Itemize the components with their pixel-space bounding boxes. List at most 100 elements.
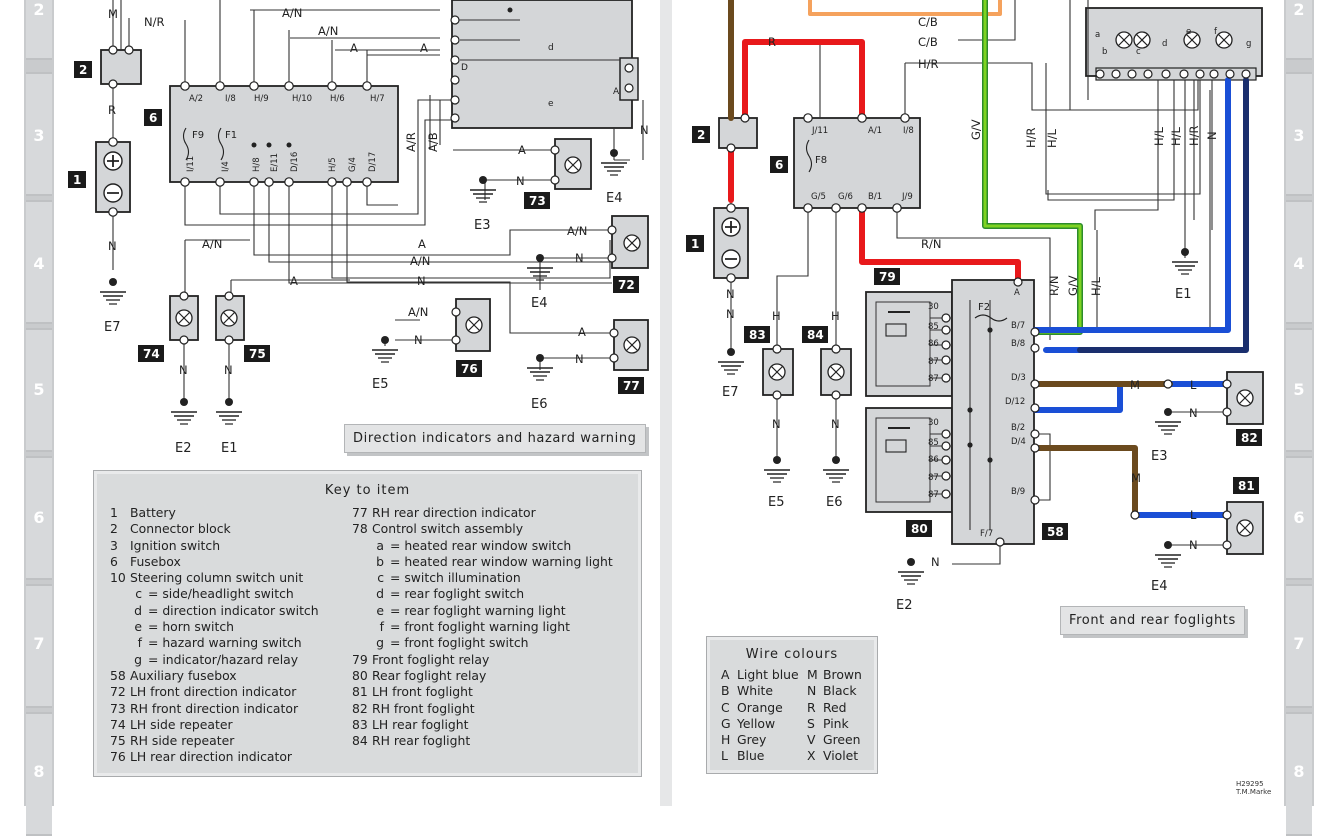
wire-label: N <box>575 251 584 265</box>
switch-letter: b <box>1102 47 1107 57</box>
component-tag: 73 <box>529 194 546 208</box>
wire-label: N <box>179 363 188 377</box>
component-tag: 79 <box>879 270 896 284</box>
wire-label: A/N <box>318 24 338 38</box>
drawing-code: H29295 <box>1236 780 1264 788</box>
key-item-number: 81 <box>352 684 368 700</box>
wire-label: A <box>290 274 298 288</box>
wire-label: A <box>518 143 526 157</box>
row-number: 8 <box>1293 762 1305 781</box>
earth-label: E4 <box>1151 579 1168 594</box>
switch-label: d <box>548 43 554 53</box>
key-item-number: e <box>376 602 384 618</box>
key-item-number: 79 <box>352 651 368 667</box>
wire-colour-code: V <box>807 732 816 748</box>
key-item-text: LH front foglight <box>372 684 473 700</box>
component-tag: 76 <box>461 362 478 376</box>
key-item: f = hazard warning switch <box>110 635 319 651</box>
wire-label: N <box>1189 538 1198 552</box>
key-item-text: = front foglight switch <box>390 635 529 651</box>
row-number: 3 <box>1293 126 1305 145</box>
key-item: a= heated rear window switch <box>352 538 613 554</box>
key-item-number: f <box>137 635 142 651</box>
component-tag: 58 <box>1047 525 1064 539</box>
wire-label: R/N <box>921 237 941 251</box>
wire-label: L <box>1190 378 1197 392</box>
wire-label: N <box>1205 131 1219 140</box>
row-number: 4 <box>1293 254 1305 273</box>
wire-label: A/B <box>426 132 440 152</box>
relay-pin: 87 <box>928 473 939 483</box>
key-item-text: RH rear foglight <box>372 733 471 749</box>
key-item: e= horn switch <box>110 619 319 635</box>
pin-label: B/9 <box>1011 487 1025 497</box>
key-item-text: Fusebox <box>130 553 181 569</box>
fuse-label: F2 <box>978 302 990 313</box>
pin-label: I/8 <box>225 94 236 104</box>
pin-label: I/4 <box>221 161 231 172</box>
wire-label: N <box>726 307 735 321</box>
wire-label: M <box>108 7 118 21</box>
earth-label: E3 <box>474 218 491 233</box>
key-item-number: 72 <box>110 684 126 700</box>
wire-label: C/B <box>918 35 938 49</box>
key-item-number: d <box>376 586 384 602</box>
key-item-text: = direction indicator switch <box>148 602 319 618</box>
wire-label: G/V <box>969 119 983 140</box>
drawing-author: T.M.Marke <box>1236 788 1272 796</box>
wire-label: H/L <box>1152 126 1166 146</box>
pin-label: H/9 <box>254 94 269 104</box>
wire-label: N <box>224 363 233 377</box>
wire-colour-item: N Black <box>807 683 862 699</box>
right-margin-strip: 2 3 4 5 6 7 8 <box>1284 0 1314 836</box>
relay-pin: 30 <box>928 302 939 312</box>
wire-colour-code: N <box>807 683 817 699</box>
wire-colour-name: Black <box>823 683 857 699</box>
pin-label: D/16 <box>290 152 300 172</box>
key-item-text: = switch illumination <box>390 570 521 586</box>
wire-colour-name: Violet <box>823 748 859 764</box>
drawing-credit: H29295 T.M.Marke <box>1236 780 1271 796</box>
pin-label: B/2 <box>1011 423 1025 433</box>
pin-label: J/11 <box>811 126 828 136</box>
switch-letter: d <box>1162 39 1167 49</box>
wire-colour-name: Light blue <box>737 667 799 682</box>
wire-colours-title: Wire colours <box>745 647 839 662</box>
pin-label: H/8 <box>252 157 262 172</box>
switch-letter: a <box>1095 30 1100 40</box>
wire-label: H/R <box>1187 125 1201 146</box>
key-item-number: 80 <box>352 667 368 683</box>
pin-label: D/3 <box>1011 373 1026 383</box>
wire-label: N <box>931 555 940 569</box>
wire-colour-name: Red <box>823 699 847 715</box>
wire-colour-name: Pink <box>823 715 849 731</box>
component-tag: 72 <box>618 278 635 292</box>
pin-label: F/7 <box>980 529 993 539</box>
wire-label: A/N <box>410 254 430 268</box>
relay-pin: 86 <box>928 339 939 349</box>
wire-colour-code: S <box>807 715 815 731</box>
component-tag: 77 <box>623 379 640 393</box>
pin-label: G/4 <box>348 157 358 172</box>
wire-label: H/L <box>1089 276 1103 296</box>
wire-label: N <box>1189 406 1198 420</box>
pin-label: A <box>1014 288 1020 298</box>
wire-label: A <box>578 325 586 339</box>
key-item-text: = horn switch <box>148 619 234 635</box>
earth-label: E7 <box>722 385 739 400</box>
wire-colour-name: Green <box>823 732 861 748</box>
key-item-text: = hazard warning switch <box>148 635 302 651</box>
wire-label: N <box>417 274 426 288</box>
